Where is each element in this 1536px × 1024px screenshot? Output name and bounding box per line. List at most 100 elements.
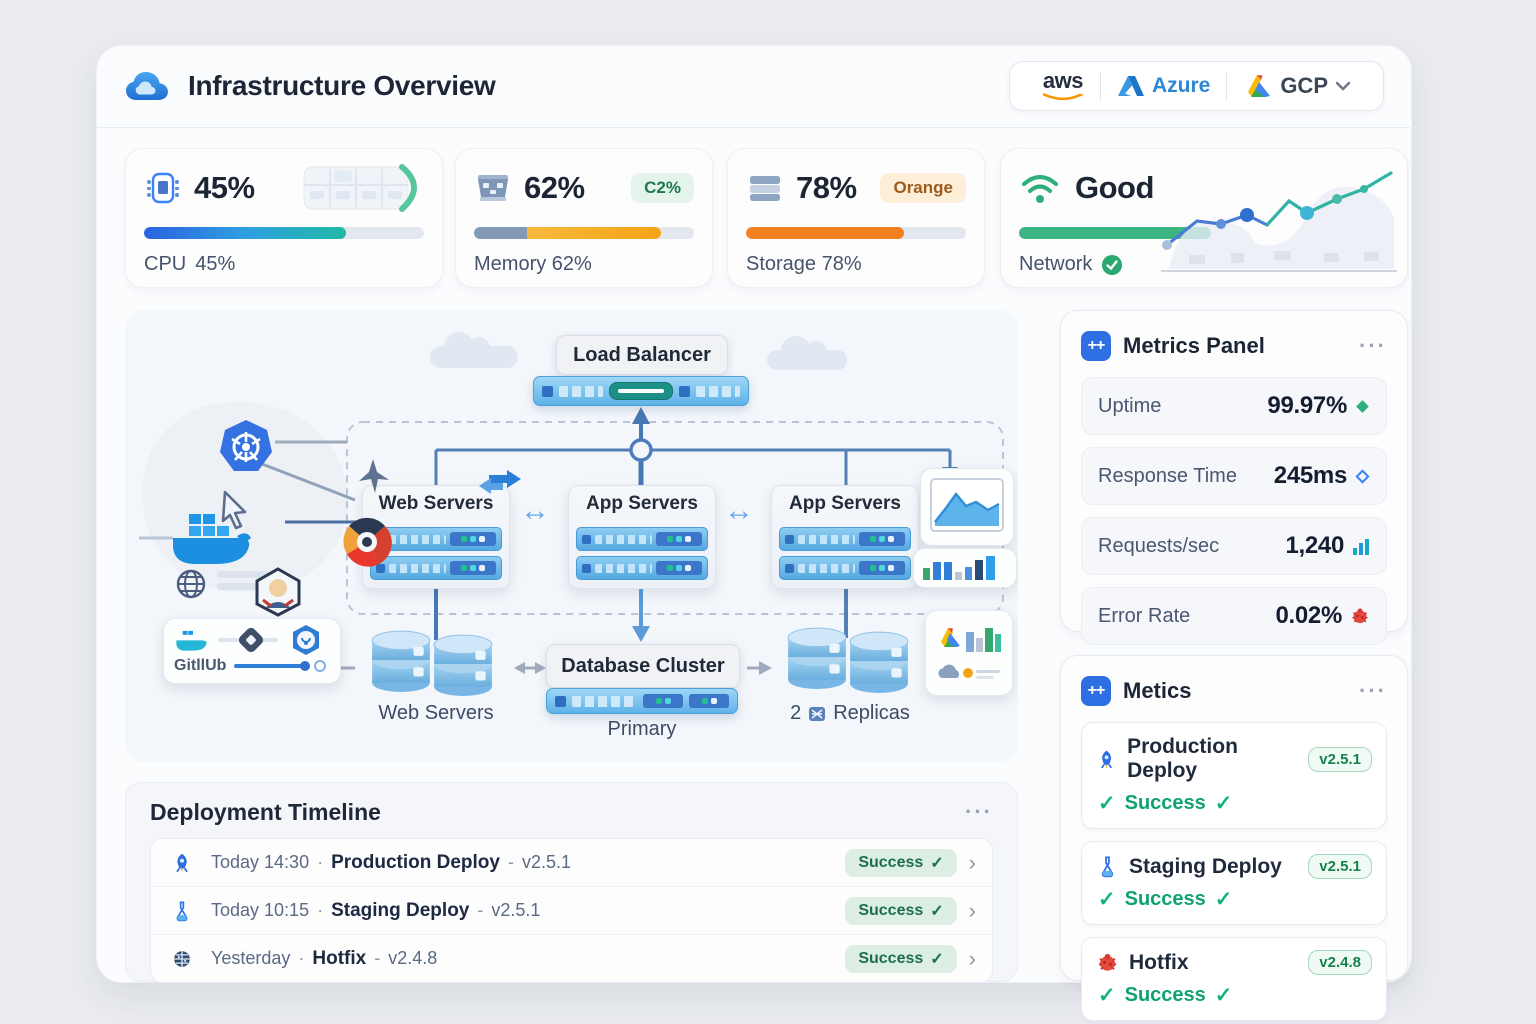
cpu-progress-fill xyxy=(144,227,346,239)
gcp-report-card xyxy=(925,610,1013,696)
separator: - xyxy=(477,900,484,920)
chevron-right-icon[interactable]: › xyxy=(968,897,976,923)
deploy-item-hotfix[interactable]: Hotfix v2.4.8 ✓ Success ✓ xyxy=(1081,937,1387,1021)
replica-grid-icon xyxy=(809,706,826,721)
web-db-label: Web Servers xyxy=(378,702,494,724)
status-text: Success xyxy=(858,949,924,967)
pipeline-ring xyxy=(314,660,327,672)
diamond-stage-icon xyxy=(238,627,264,653)
deploy-status: Success xyxy=(1124,888,1206,910)
separator: · xyxy=(298,948,305,968)
replicas-label: Replicas xyxy=(833,702,910,724)
cloud-shape xyxy=(430,332,518,368)
check-icon: ✓ xyxy=(1098,888,1116,911)
requests-bars-icon xyxy=(1352,538,1370,555)
metrics-panel-menu-icon[interactable]: ··· xyxy=(1359,332,1387,358)
docker-icon xyxy=(173,514,251,564)
check-icon: ✓ xyxy=(930,854,944,872)
timeline-title: Deployment Timeline xyxy=(150,799,381,825)
page-title: Infrastructure Overview xyxy=(188,70,496,101)
cpu-illustration xyxy=(303,164,417,212)
device-stripes xyxy=(559,385,603,397)
monitor-chart-card xyxy=(920,468,1014,546)
drive-bars-icon xyxy=(941,628,1001,652)
status-text: Success xyxy=(858,853,924,871)
deploy-name: Production Deploy xyxy=(1127,735,1238,782)
docker-small-icon xyxy=(176,630,207,651)
deploys-panel-title: Metics xyxy=(1123,678,1192,703)
success-badge: Success ✓ xyxy=(845,848,957,877)
repo-label: GitllUb xyxy=(174,657,227,674)
cpu-progress-track xyxy=(144,227,424,239)
timeline-name: Production Deploy xyxy=(331,851,500,873)
server-rack xyxy=(370,556,502,580)
timeline-row-hotfix[interactable]: Yesterday · Hotfix - v2.4.8 Success ✓ › xyxy=(151,935,992,982)
uptime-status-icon xyxy=(1355,399,1370,414)
server-rack xyxy=(576,556,708,580)
divider xyxy=(1099,71,1101,101)
cpu-chip-icon xyxy=(147,172,179,204)
architecture-diagram: Load Balancer Web Servers ↔ App Servers … xyxy=(125,310,1018,762)
check-icon: ✓ xyxy=(930,902,944,920)
cloud-note-icon xyxy=(938,664,1000,679)
rocket-icon xyxy=(171,852,193,874)
deploy-item-production[interactable]: Production Deploy v2.5.1 ✓ Success ✓ xyxy=(1081,722,1387,829)
web-servers-node: Web Servers xyxy=(362,485,510,589)
chevron-down-icon[interactable] xyxy=(1335,81,1351,91)
deployment-timeline-panel: Deployment Timeline ··· Today 14:30 · Pr… xyxy=(125,782,1018,983)
check-icon: ✓ xyxy=(1214,888,1233,911)
server-rack xyxy=(370,527,502,551)
app-servers-node-1: App Servers xyxy=(568,485,716,589)
device-led xyxy=(542,385,553,397)
error-bug-icon xyxy=(1350,606,1370,626)
globe-icon xyxy=(176,569,206,599)
provider-azure[interactable]: Azure xyxy=(1101,73,1226,99)
mini-bars-card xyxy=(913,548,1017,588)
server-rack xyxy=(779,556,911,580)
timeline-menu-icon[interactable]: ··· xyxy=(965,799,993,825)
database-cluster-device xyxy=(546,688,738,714)
app-servers-label: App Servers xyxy=(586,493,698,514)
timeline-row-staging[interactable]: Today 10:15 · Staging Deploy - v2.5.1 Su… xyxy=(151,887,992,935)
deploy-item-staging[interactable]: Staging Deploy v2.5.1 ✓ Success ✓ xyxy=(1081,841,1387,925)
timeline-version: v2.4.8 xyxy=(388,948,438,968)
metrics-panel-title: Metrics Panel xyxy=(1123,333,1265,358)
deploy-status: Success xyxy=(1124,984,1206,1006)
device-led xyxy=(679,385,690,397)
database-primary-label: Primary xyxy=(607,718,677,740)
globe-orb-icon xyxy=(171,948,193,970)
divider xyxy=(1226,71,1228,101)
metrics-panel-icon: ++ xyxy=(1081,331,1111,361)
version-badge: v2.5.1 xyxy=(1308,746,1372,772)
replicas-count: 2 xyxy=(790,702,802,724)
database-cluster-node: Database Cluster xyxy=(546,644,740,688)
deploy-name: Hotfix xyxy=(1129,950,1189,974)
chevron-right-icon[interactable]: › xyxy=(968,849,976,875)
success-badge: Success ✓ xyxy=(845,896,957,925)
bug-icon xyxy=(1096,951,1119,974)
memory-progress-seg1 xyxy=(474,227,527,239)
memory-badge: C2% xyxy=(631,173,694,203)
separator: - xyxy=(507,852,514,872)
version-badge: v2.5.1 xyxy=(1308,854,1372,879)
check-icon: ✓ xyxy=(1214,792,1233,815)
response-time-value: 245ms xyxy=(1273,462,1348,489)
status-text: Success xyxy=(858,901,924,919)
header: Infrastructure Overview aws Azure xyxy=(96,45,1410,128)
storage-value: 78% xyxy=(796,170,857,205)
app-servers-label: App Servers xyxy=(789,493,901,514)
gcp-label: GCP xyxy=(1280,73,1328,98)
deploys-panel-menu-icon[interactable]: ··· xyxy=(1359,677,1387,703)
color-wheel-icon xyxy=(343,517,392,567)
flask-icon xyxy=(1096,855,1119,878)
timeline-version: v2.5.1 xyxy=(521,852,572,872)
provider-gcp[interactable]: GCP xyxy=(1227,72,1367,100)
provider-aws[interactable]: aws xyxy=(1026,70,1100,102)
requests-label: Requests/sec xyxy=(1098,534,1220,557)
timeline-row-production[interactable]: Today 14:30 · Production Deploy - v2.5.1… xyxy=(151,839,992,887)
chevron-right-icon[interactable]: › xyxy=(968,945,976,971)
sync-arrows-icon xyxy=(479,470,521,494)
memory-progress-seg2 xyxy=(526,227,661,239)
uptime-row: Uptime 99.97% xyxy=(1081,377,1387,435)
